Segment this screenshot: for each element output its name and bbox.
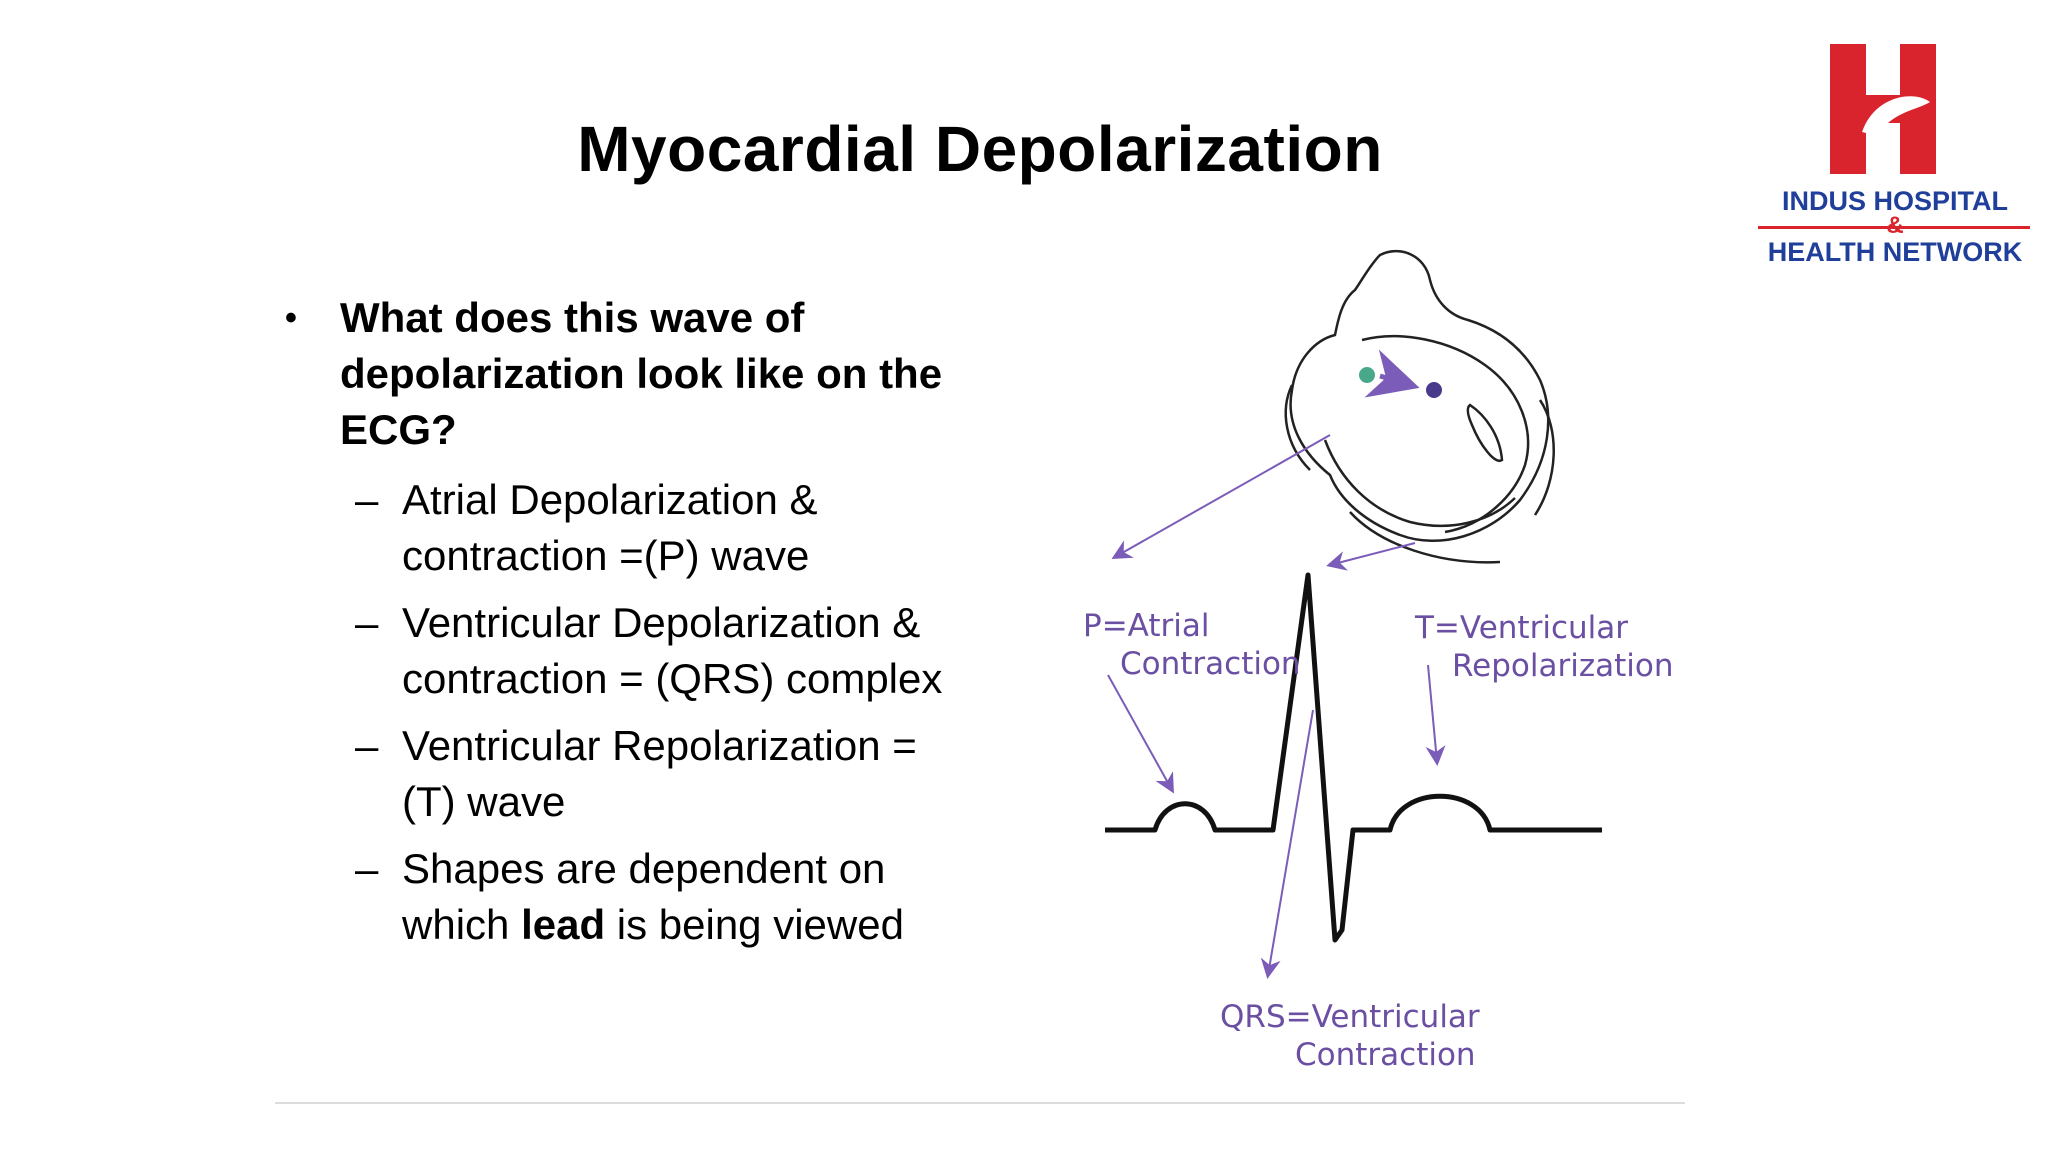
indus-logo-mark	[1750, 40, 2040, 180]
conduction-path	[1359, 367, 1442, 398]
heart-arrow-left	[1115, 435, 1330, 557]
sub-bullet-line: Shapes are dependent on	[402, 841, 1045, 897]
p-wave-label: P=Atrial Contraction	[1083, 608, 1301, 682]
av-node	[1426, 382, 1442, 398]
ecg-heart-diagram: P=Atrial Contraction T=Ventricular Repol…	[1080, 240, 1680, 1090]
qrs-label: QRS=Ventricular Contraction	[1220, 999, 1490, 1073]
heart-arrow-right	[1330, 543, 1415, 565]
logo-text-line2: HEALTH NETWORK	[1750, 237, 2040, 268]
sub-bullet-line: Ventricular Depolarization &	[402, 595, 1045, 651]
sub-bullet-text: is being viewed	[605, 901, 904, 948]
question-line: What does this wave of	[340, 290, 1045, 346]
sub-bullet-list: – Atrial Depolarization & contraction =(…	[285, 472, 1045, 953]
sub-bullet-lead: – Shapes are dependent on which lead is …	[285, 841, 1045, 953]
t-wave-arrow	[1428, 665, 1437, 762]
sub-bullet-line: contraction =(P) wave	[402, 528, 1045, 584]
p-wave-arrow	[1108, 675, 1172, 790]
sub-bullet-t-wave: – Ventricular Repolarization = (T) wave	[285, 718, 1045, 830]
dash-marker: –	[355, 595, 378, 651]
sub-bullet-qrs: – Ventricular Depolarization & contracti…	[285, 595, 1045, 707]
t-wave-label-line1: T=Ventricular	[1414, 610, 1628, 646]
qrs-arrow	[1268, 710, 1313, 975]
sub-bullet-line: Ventricular Repolarization =	[402, 718, 1045, 774]
sub-bullet-p-wave: – Atrial Depolarization & contraction =(…	[285, 472, 1045, 584]
lead-emphasis: lead	[521, 901, 605, 948]
dash-marker: –	[355, 841, 378, 897]
logo-ampersand: &	[1750, 212, 2040, 240]
p-wave-label-line1: P=Atrial	[1083, 608, 1209, 644]
bullet-dot: •	[285, 290, 297, 346]
bullet-list: • What does this wave of depolarization …	[285, 290, 1045, 964]
heart-illustration	[1286, 251, 1554, 562]
footer-divider	[275, 1102, 1685, 1104]
t-wave-label-line2: Repolarization	[1452, 648, 1673, 684]
question-line: depolarization look like on the	[340, 346, 1045, 402]
t-wave-label: T=Ventricular Repolarization	[1414, 610, 1673, 684]
bullet-question: • What does this wave of depolarization …	[285, 290, 1045, 458]
sub-bullet-line: contraction = (QRS) complex	[402, 651, 1045, 707]
qrs-label-line2: Contraction	[1295, 1037, 1476, 1073]
question-line: ECG?	[340, 402, 1045, 458]
sa-node	[1359, 367, 1375, 383]
sub-bullet-line: which lead is being viewed	[402, 897, 1045, 953]
p-wave-label-line2: Contraction	[1120, 646, 1301, 682]
sub-bullet-line: (T) wave	[402, 774, 1045, 830]
qrs-label-line1: QRS=Ventricular	[1220, 999, 1480, 1035]
indus-logo: INDUS HOSPITAL & HEALTH NETWORK	[1750, 40, 2040, 280]
slide-title: Myocardial Depolarization	[0, 112, 1960, 186]
sub-bullet-text: which	[402, 901, 521, 948]
dash-marker: –	[355, 718, 378, 774]
dash-marker: –	[355, 472, 378, 528]
sub-bullet-line: Atrial Depolarization &	[402, 472, 1045, 528]
